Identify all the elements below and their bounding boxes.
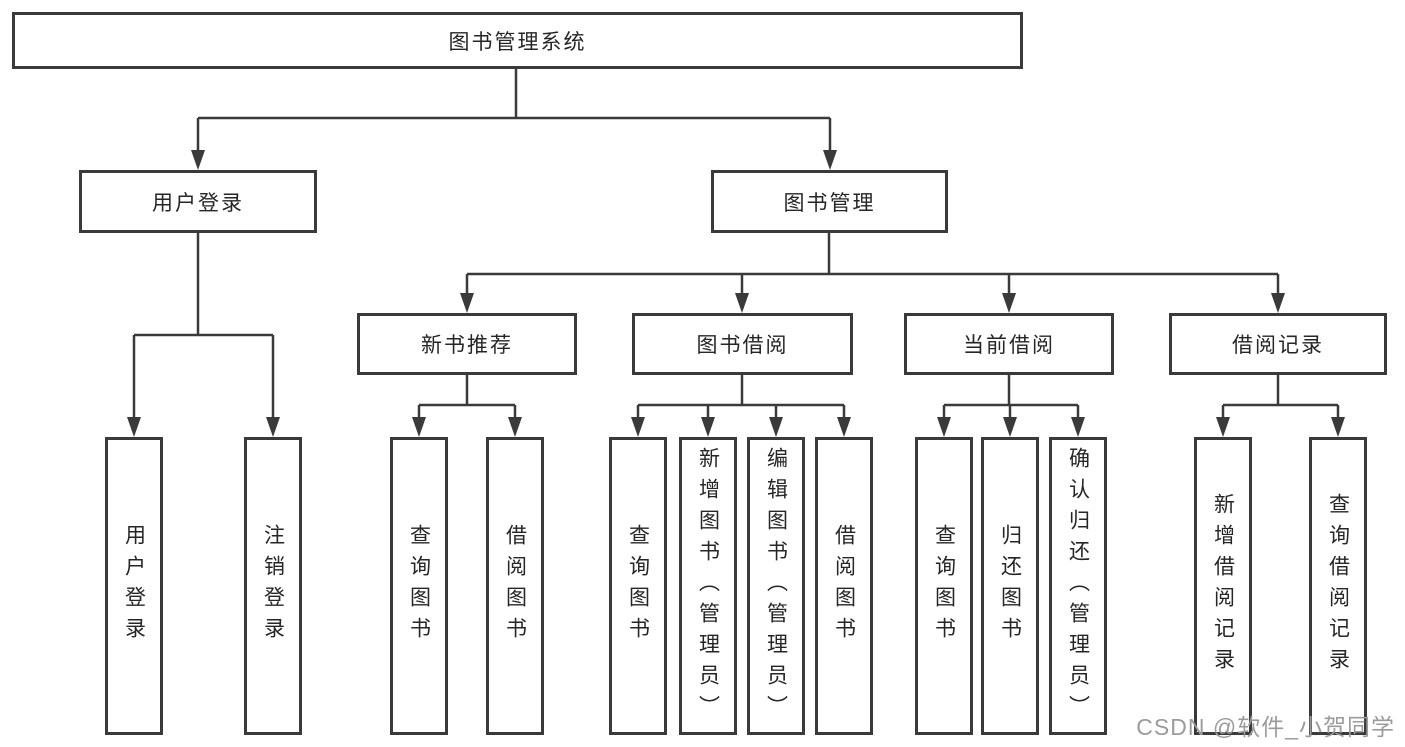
leaf-add-borrow-record: 新增借阅记录	[1194, 437, 1252, 735]
leaf-edit-books-admin: 编辑图书（管理员）	[747, 437, 805, 735]
leaf-add-books-admin: 新增图书（管理员）	[679, 437, 737, 735]
leaf-query-borrow-record: 查询借阅记录	[1309, 437, 1367, 735]
leaf-recommend-query-books: 查询图书	[390, 437, 448, 735]
leaf-borrow-query-books: 查询图书	[609, 437, 667, 735]
csdn-watermark: CSDN @软件_小贺同学	[1136, 714, 1395, 740]
leaf-recommend-borrow-books: 借阅图书	[486, 437, 544, 735]
leaf-return-books: 归还图书	[981, 437, 1039, 735]
leaf-logout: 注销登录	[244, 437, 302, 735]
node-book-borrowing: 图书借阅	[632, 313, 853, 375]
leaf-current-query-books: 查询图书	[915, 437, 973, 735]
node-book-management: 图书管理	[711, 170, 948, 233]
node-library-system: 图书管理系统	[12, 12, 1023, 69]
leaf-user-login: 用户登录	[105, 437, 163, 735]
node-borrowing-records: 借阅记录	[1169, 313, 1387, 375]
connector-path	[132, 69, 1340, 419]
node-new-book-recommendation: 新书推荐	[357, 313, 577, 375]
leaf-confirm-return-admin: 确认归还（管理员）	[1049, 437, 1107, 735]
arrowheads	[127, 150, 1345, 437]
node-user-login: 用户登录	[79, 170, 317, 233]
leaf-borrow-books: 借阅图书	[815, 437, 873, 735]
node-current-borrowing: 当前借阅	[904, 313, 1114, 375]
